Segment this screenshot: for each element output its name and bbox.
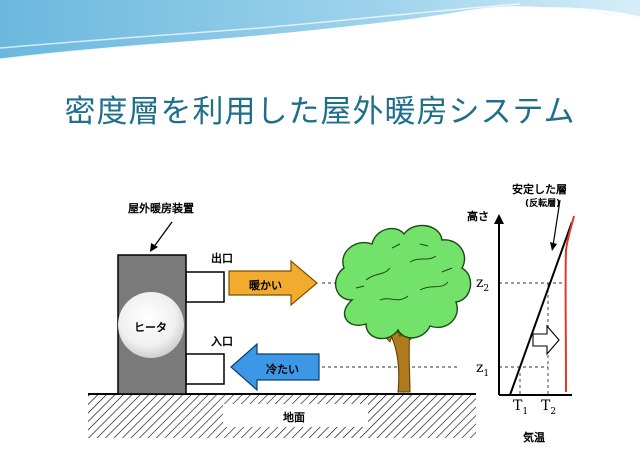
heater-label: ヒータ	[134, 321, 167, 334]
t1-label: T1	[513, 398, 529, 417]
outdoor-heater	[117, 254, 225, 395]
stable-layer-label: 安定した層	[512, 183, 567, 196]
z2-label: z2	[476, 275, 490, 294]
warm-air-arrow	[228, 259, 318, 307]
ground	[88, 393, 476, 438]
cold-arrow-label: 冷たい	[266, 363, 299, 376]
cold-air-arrow	[230, 342, 320, 392]
inlet-port	[185, 353, 225, 385]
z1-label: z1	[476, 360, 490, 379]
tree	[334, 224, 472, 393]
temperature-axis-label: 気温	[523, 431, 545, 444]
outlet-label: 出口	[211, 252, 233, 265]
heater-device-label: 屋外暖房装置	[128, 202, 194, 215]
height-axis-label: 高さ	[467, 210, 489, 223]
layer-pointer-line	[552, 199, 561, 247]
inlet-label: 入口	[211, 335, 233, 348]
inversion-label: (反転層)	[525, 199, 561, 209]
ground-label: 地面	[283, 411, 305, 424]
stable-layer-line	[509, 221, 573, 396]
outlet-port	[185, 271, 225, 303]
page-title: 密度層を利用した屋外暖房システム	[64, 94, 576, 130]
t2-label: T2	[541, 398, 557, 417]
warm-arrow-label: 暖かい	[249, 279, 282, 292]
device-pointer-arrow	[150, 221, 173, 252]
heater-element	[118, 292, 184, 358]
inversion-profile-line	[564, 215, 575, 393]
header-wave	[0, 0, 640, 62]
profile-graph	[494, 199, 575, 396]
shift-arrow	[532, 324, 560, 356]
